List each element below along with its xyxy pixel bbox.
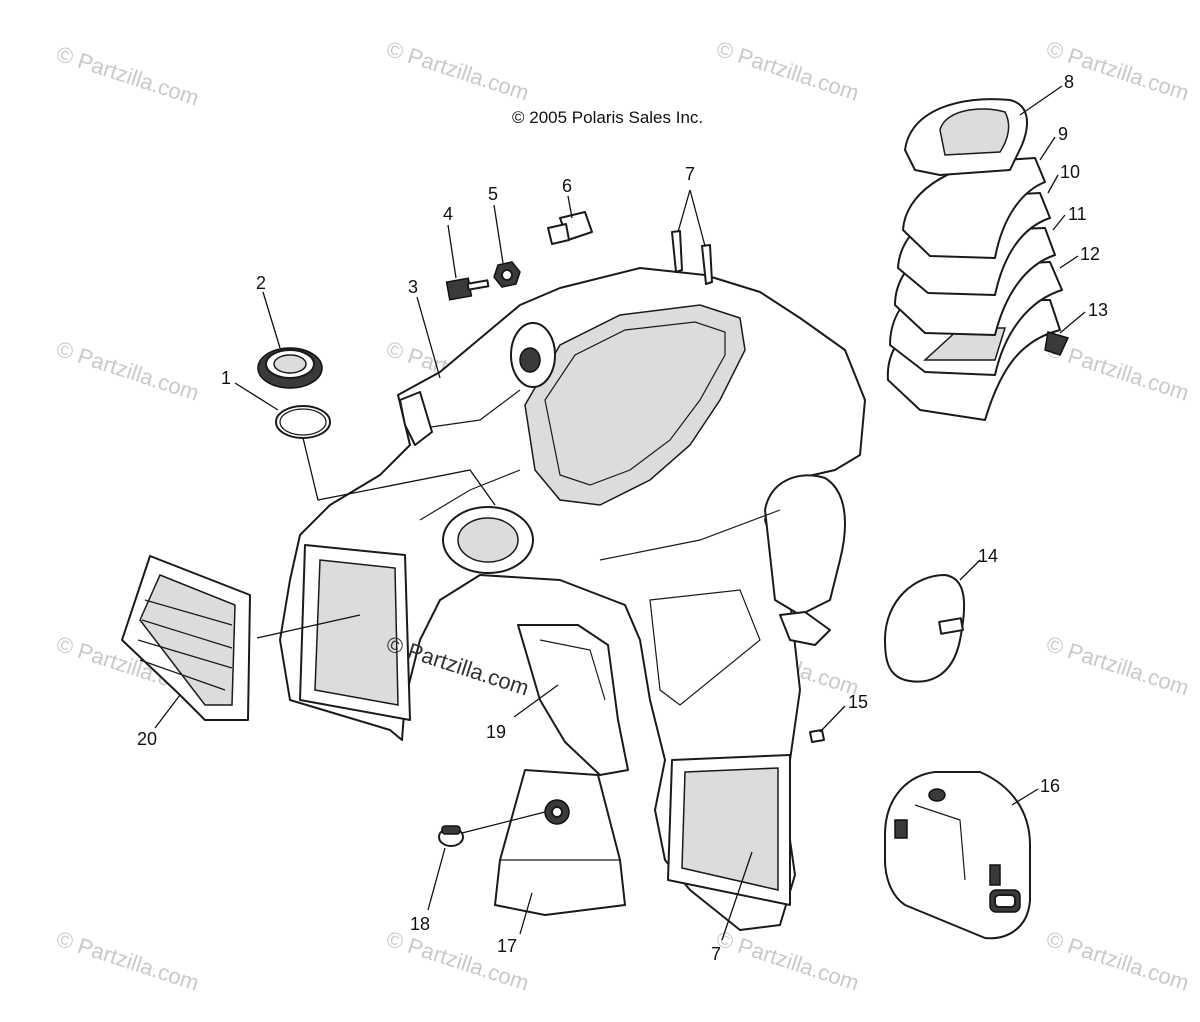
watermark: © Partzilla.com — [383, 36, 532, 106]
callout-7-bottom: 7 — [711, 944, 721, 964]
watermark: © Partzilla.com — [1043, 926, 1192, 996]
center-trim — [517, 624, 629, 776]
callout-20: 20 — [137, 729, 157, 749]
callout-10: 10 — [1060, 162, 1080, 182]
watermark: © Partzilla.com — [1043, 36, 1192, 106]
callout-7-top: 7 — [685, 164, 695, 184]
callout-17: 17 — [497, 936, 517, 956]
gauge-panel-stack — [886, 98, 1070, 421]
copyright-text: © 2005 Polaris Sales Inc. — [512, 108, 703, 127]
o-ring — [275, 405, 331, 439]
screws-top — [671, 230, 713, 285]
callout-11: 11 — [1068, 204, 1087, 224]
callout-3: 3 — [408, 277, 418, 297]
watermark: © Partzilla.com — [53, 336, 202, 406]
callout-6: 6 — [562, 176, 572, 196]
screw-side — [809, 729, 825, 743]
callout-19: 19 — [486, 722, 506, 742]
ignition-nut — [493, 261, 521, 288]
callout-2: 2 — [256, 273, 266, 293]
callout-9: 9 — [1058, 124, 1068, 144]
watermark: © Partzilla.com — [53, 926, 202, 996]
callout-numbers: 1 2 3 4 5 6 7 7 8 9 10 11 12 13 14 15 16… — [137, 72, 1108, 964]
watermark: © Partzilla.com — [1043, 631, 1192, 701]
callout-5: 5 — [488, 184, 498, 204]
panel-fastener — [438, 825, 464, 847]
storage-box — [884, 771, 1031, 940]
ignition-key — [445, 277, 490, 301]
callout-12: 12 — [1080, 244, 1100, 264]
lower-access-panel — [494, 769, 626, 916]
callout-18: 18 — [410, 914, 430, 934]
gauge-bezel — [257, 347, 323, 389]
callout-1: 1 — [221, 368, 231, 388]
ignition-switch — [547, 211, 593, 245]
callout-16: 16 — [1040, 776, 1060, 796]
callout-4: 4 — [443, 204, 453, 224]
watermark: © Partzilla.com — [713, 36, 862, 106]
watermark: © Partzilla.com — [713, 926, 862, 996]
callout-13: 13 — [1088, 300, 1108, 320]
callout-8: 8 — [1064, 72, 1074, 92]
leader-lines — [154, 85, 1086, 941]
side-cover-pad — [884, 574, 966, 683]
louvered-vent — [121, 555, 251, 721]
callout-15: 15 — [848, 692, 868, 712]
hood-body — [279, 267, 866, 931]
watermark: © Partzilla.com — [53, 41, 202, 111]
callout-14: 14 — [978, 546, 998, 566]
watermark: © Partzilla.com — [1043, 336, 1192, 406]
